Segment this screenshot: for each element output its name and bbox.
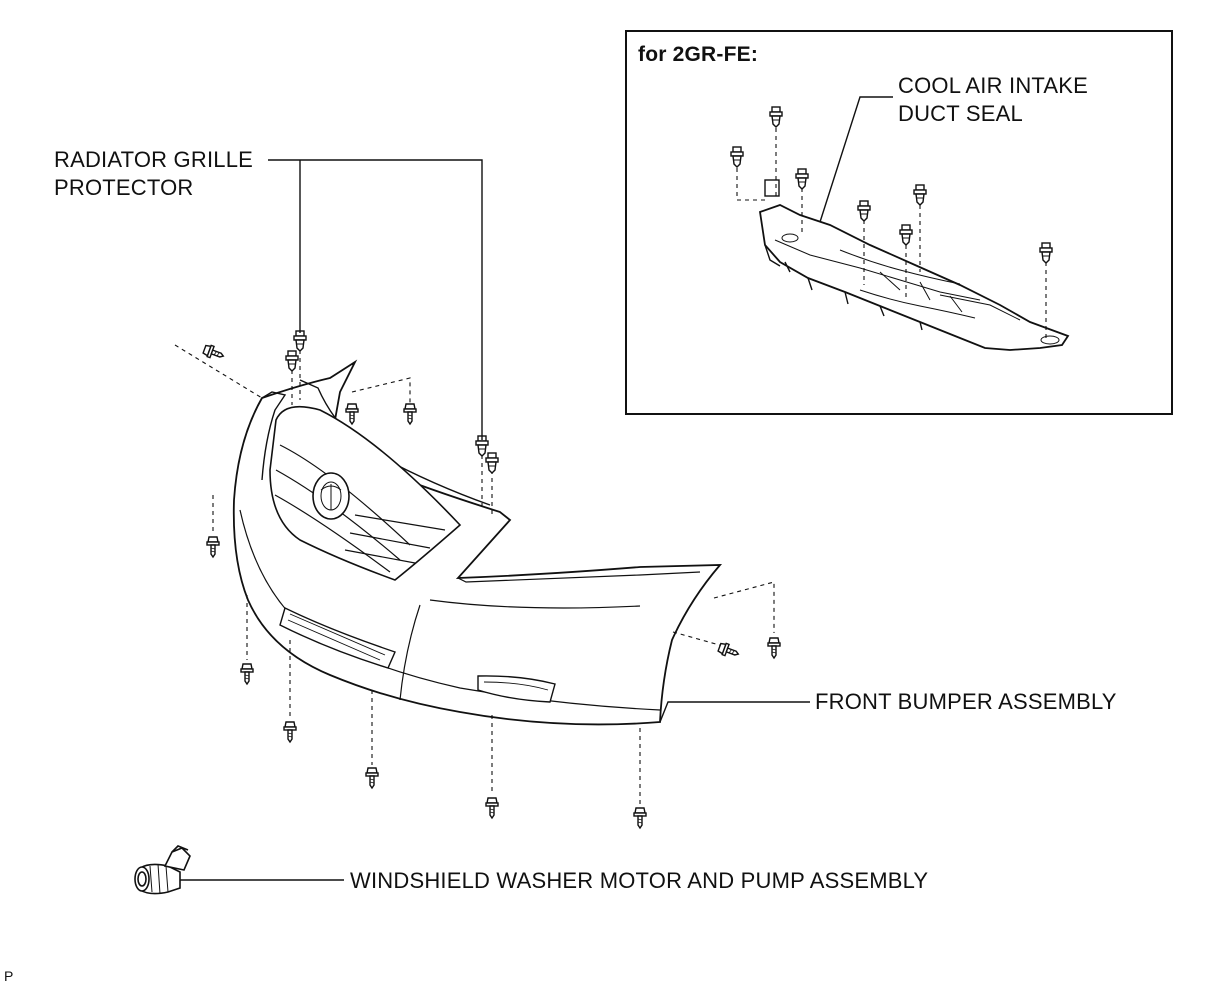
duct-label-line1: COOL AIR INTAKE	[898, 73, 1089, 98]
cool-air-intake-duct-seal-label: COOL AIR INTAKE DUCT SEAL	[898, 72, 1088, 128]
inset-title: for 2GR-FE:	[638, 43, 759, 66]
radiator-grille-label-line1: RADIATOR GRILLE	[54, 147, 254, 172]
duct-seal-leader	[819, 96, 893, 223]
front-bumper-drawing	[232, 359, 722, 726]
grille-protector-leaders	[268, 159, 483, 440]
inset-frame	[625, 30, 1173, 415]
figure-code: P	[4, 968, 14, 984]
front-bumper-leader	[659, 701, 810, 723]
radiator-grille-label-line2: PROTECTOR	[54, 175, 194, 200]
windshield-washer-label: WINDSHIELD WASHER MOTOR AND PUMP ASSEMBL…	[350, 868, 929, 893]
cool-air-intake-duct-seal-drawing	[758, 179, 1070, 351]
front-bumper-assembly-label: FRONT BUMPER ASSEMBLY	[815, 689, 1117, 714]
inset-dash-lines	[736, 128, 1047, 338]
radiator-grille-protector-label: RADIATOR GRILLE PROTECTOR	[54, 146, 253, 202]
bumper-dash-lines	[174, 344, 775, 805]
duct-label-line2: DUCT SEAL	[898, 101, 1023, 126]
washer-pump-drawing	[134, 845, 344, 895]
